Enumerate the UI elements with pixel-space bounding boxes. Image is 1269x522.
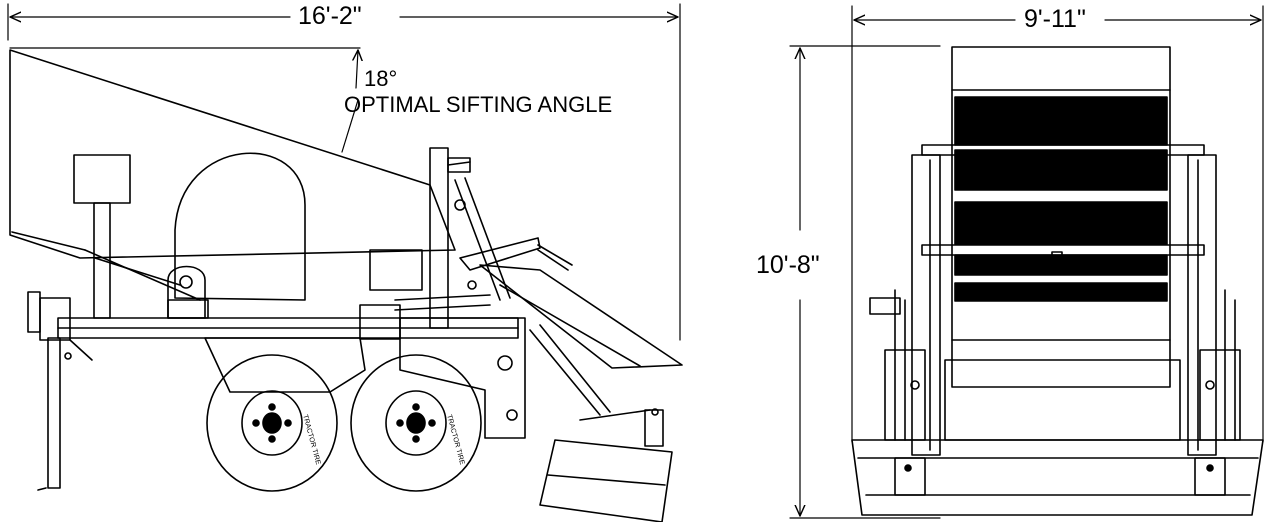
control-box	[73, 154, 131, 319]
screen-deck	[9, 49, 456, 301]
overall-length-label: 16'-2"	[298, 2, 362, 30]
upright-post	[429, 147, 511, 329]
base-tray	[851, 439, 1264, 516]
angle-caption-label: OPTIMAL SIFTING ANGLE	[344, 92, 613, 117]
width-dimension-line	[851, 5, 1264, 443]
bucket	[539, 408, 673, 522]
hitch-stand	[27, 291, 93, 491]
overall-height-label: 10'-8"	[756, 251, 820, 279]
hood	[174, 152, 306, 301]
height-dimension-line	[789, 45, 941, 519]
screen-panel	[951, 46, 1171, 388]
overall-width-label: 9'-11"	[1024, 5, 1086, 33]
chassis-body	[204, 317, 526, 439]
side-mechanism-left	[884, 289, 926, 441]
tire-front	[350, 354, 482, 492]
hydraulic-cylinder	[394, 294, 651, 421]
lever	[459, 237, 573, 271]
side-mechanism-right	[1199, 289, 1241, 441]
front-view	[789, 5, 1264, 519]
discharge-chute	[479, 264, 683, 369]
side-view	[7, 3, 683, 522]
angle-reference	[9, 47, 360, 153]
front-frame	[869, 144, 1217, 456]
motor-box	[369, 249, 423, 291]
angle-value-label: 18°	[364, 66, 398, 91]
pivot-bracket	[167, 265, 209, 319]
chassis-beam	[57, 304, 519, 340]
tire-rear	[206, 354, 338, 492]
length-dimension-line	[7, 3, 681, 341]
lower-housing	[944, 359, 1181, 441]
